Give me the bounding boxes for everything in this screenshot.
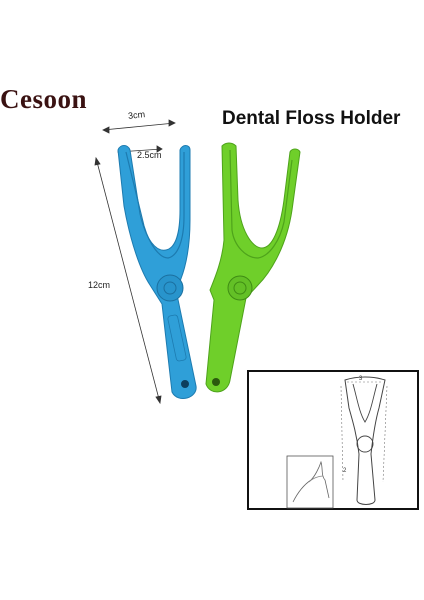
- inset-label-side: 2: [343, 468, 347, 474]
- blue-holder: [117, 145, 197, 400]
- holder-button-outline: [356, 435, 374, 453]
- arrow-head: [168, 119, 176, 127]
- product-title: Dental Floss Holder: [222, 108, 401, 129]
- usage-diagram-inset: 3 2: [247, 370, 419, 510]
- arrow-head: [94, 156, 101, 166]
- usage-diagram: 3 2: [286, 376, 388, 509]
- width-label: 3cm: [127, 109, 146, 121]
- arrow-head: [156, 145, 163, 153]
- brand-logo: Cesoon: [0, 84, 88, 114]
- length-label: 12cm: [88, 280, 111, 290]
- arrow-head: [155, 395, 162, 405]
- inner-width-label: 2.5cm: [137, 150, 162, 160]
- hand-sketch: [292, 460, 330, 503]
- arrow-head: [102, 126, 110, 134]
- holder-outline: [344, 376, 386, 505]
- length-dimension-line: [95, 157, 161, 404]
- width-dimension-line: [102, 122, 176, 131]
- inset-label-top: 3: [359, 376, 363, 382]
- green-holder: [205, 142, 301, 393]
